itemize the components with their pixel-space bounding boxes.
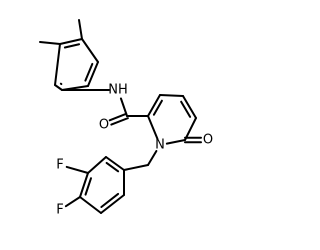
single-bond [123,164,149,171]
single-bond [39,41,61,45]
atom-label-f1: F [56,158,63,173]
double-bond-inner [180,100,192,118]
double-bond-inner [63,43,81,49]
bond-layer [39,19,202,214]
single-bond [54,43,61,86]
double-bond-line [108,112,128,122]
double-bond-line [110,117,129,126]
molecule-structure: NH O N O F F [39,19,213,218]
atom-label-layer: NH O N O F F [56,83,213,218]
double-bond-inner [84,177,93,196]
single-bond [147,150,158,166]
double-bond-inner [84,62,94,82]
single-bond [79,196,102,214]
single-bond [147,115,159,140]
double-bond-outer [87,61,99,87]
single-bond [87,156,107,174]
single-bond [165,139,186,145]
single-bond [81,38,99,63]
single-bond [159,94,184,97]
double-bond-inner [152,99,163,116]
single-bond [78,19,83,40]
single-bond [184,117,197,141]
single-bond [65,165,89,174]
atom-label-o2: O [203,133,213,148]
double-bond-outer [59,38,83,45]
double-bond-outer [182,95,197,119]
double-bond-outer [54,84,63,91]
atom-label-nh: NH [108,83,128,98]
single-bond [64,196,81,208]
atom-label-n1: N [155,138,165,153]
double-bond-inner [100,192,120,208]
double-bond-outer [147,94,161,117]
double-bond-inner [105,161,120,173]
atom-label-f2: F [56,203,63,218]
double-bond-outer [79,172,89,198]
double-bond-outer [105,156,125,171]
double-bond-outer [100,194,125,214]
atom-label-o1: O [99,118,109,133]
